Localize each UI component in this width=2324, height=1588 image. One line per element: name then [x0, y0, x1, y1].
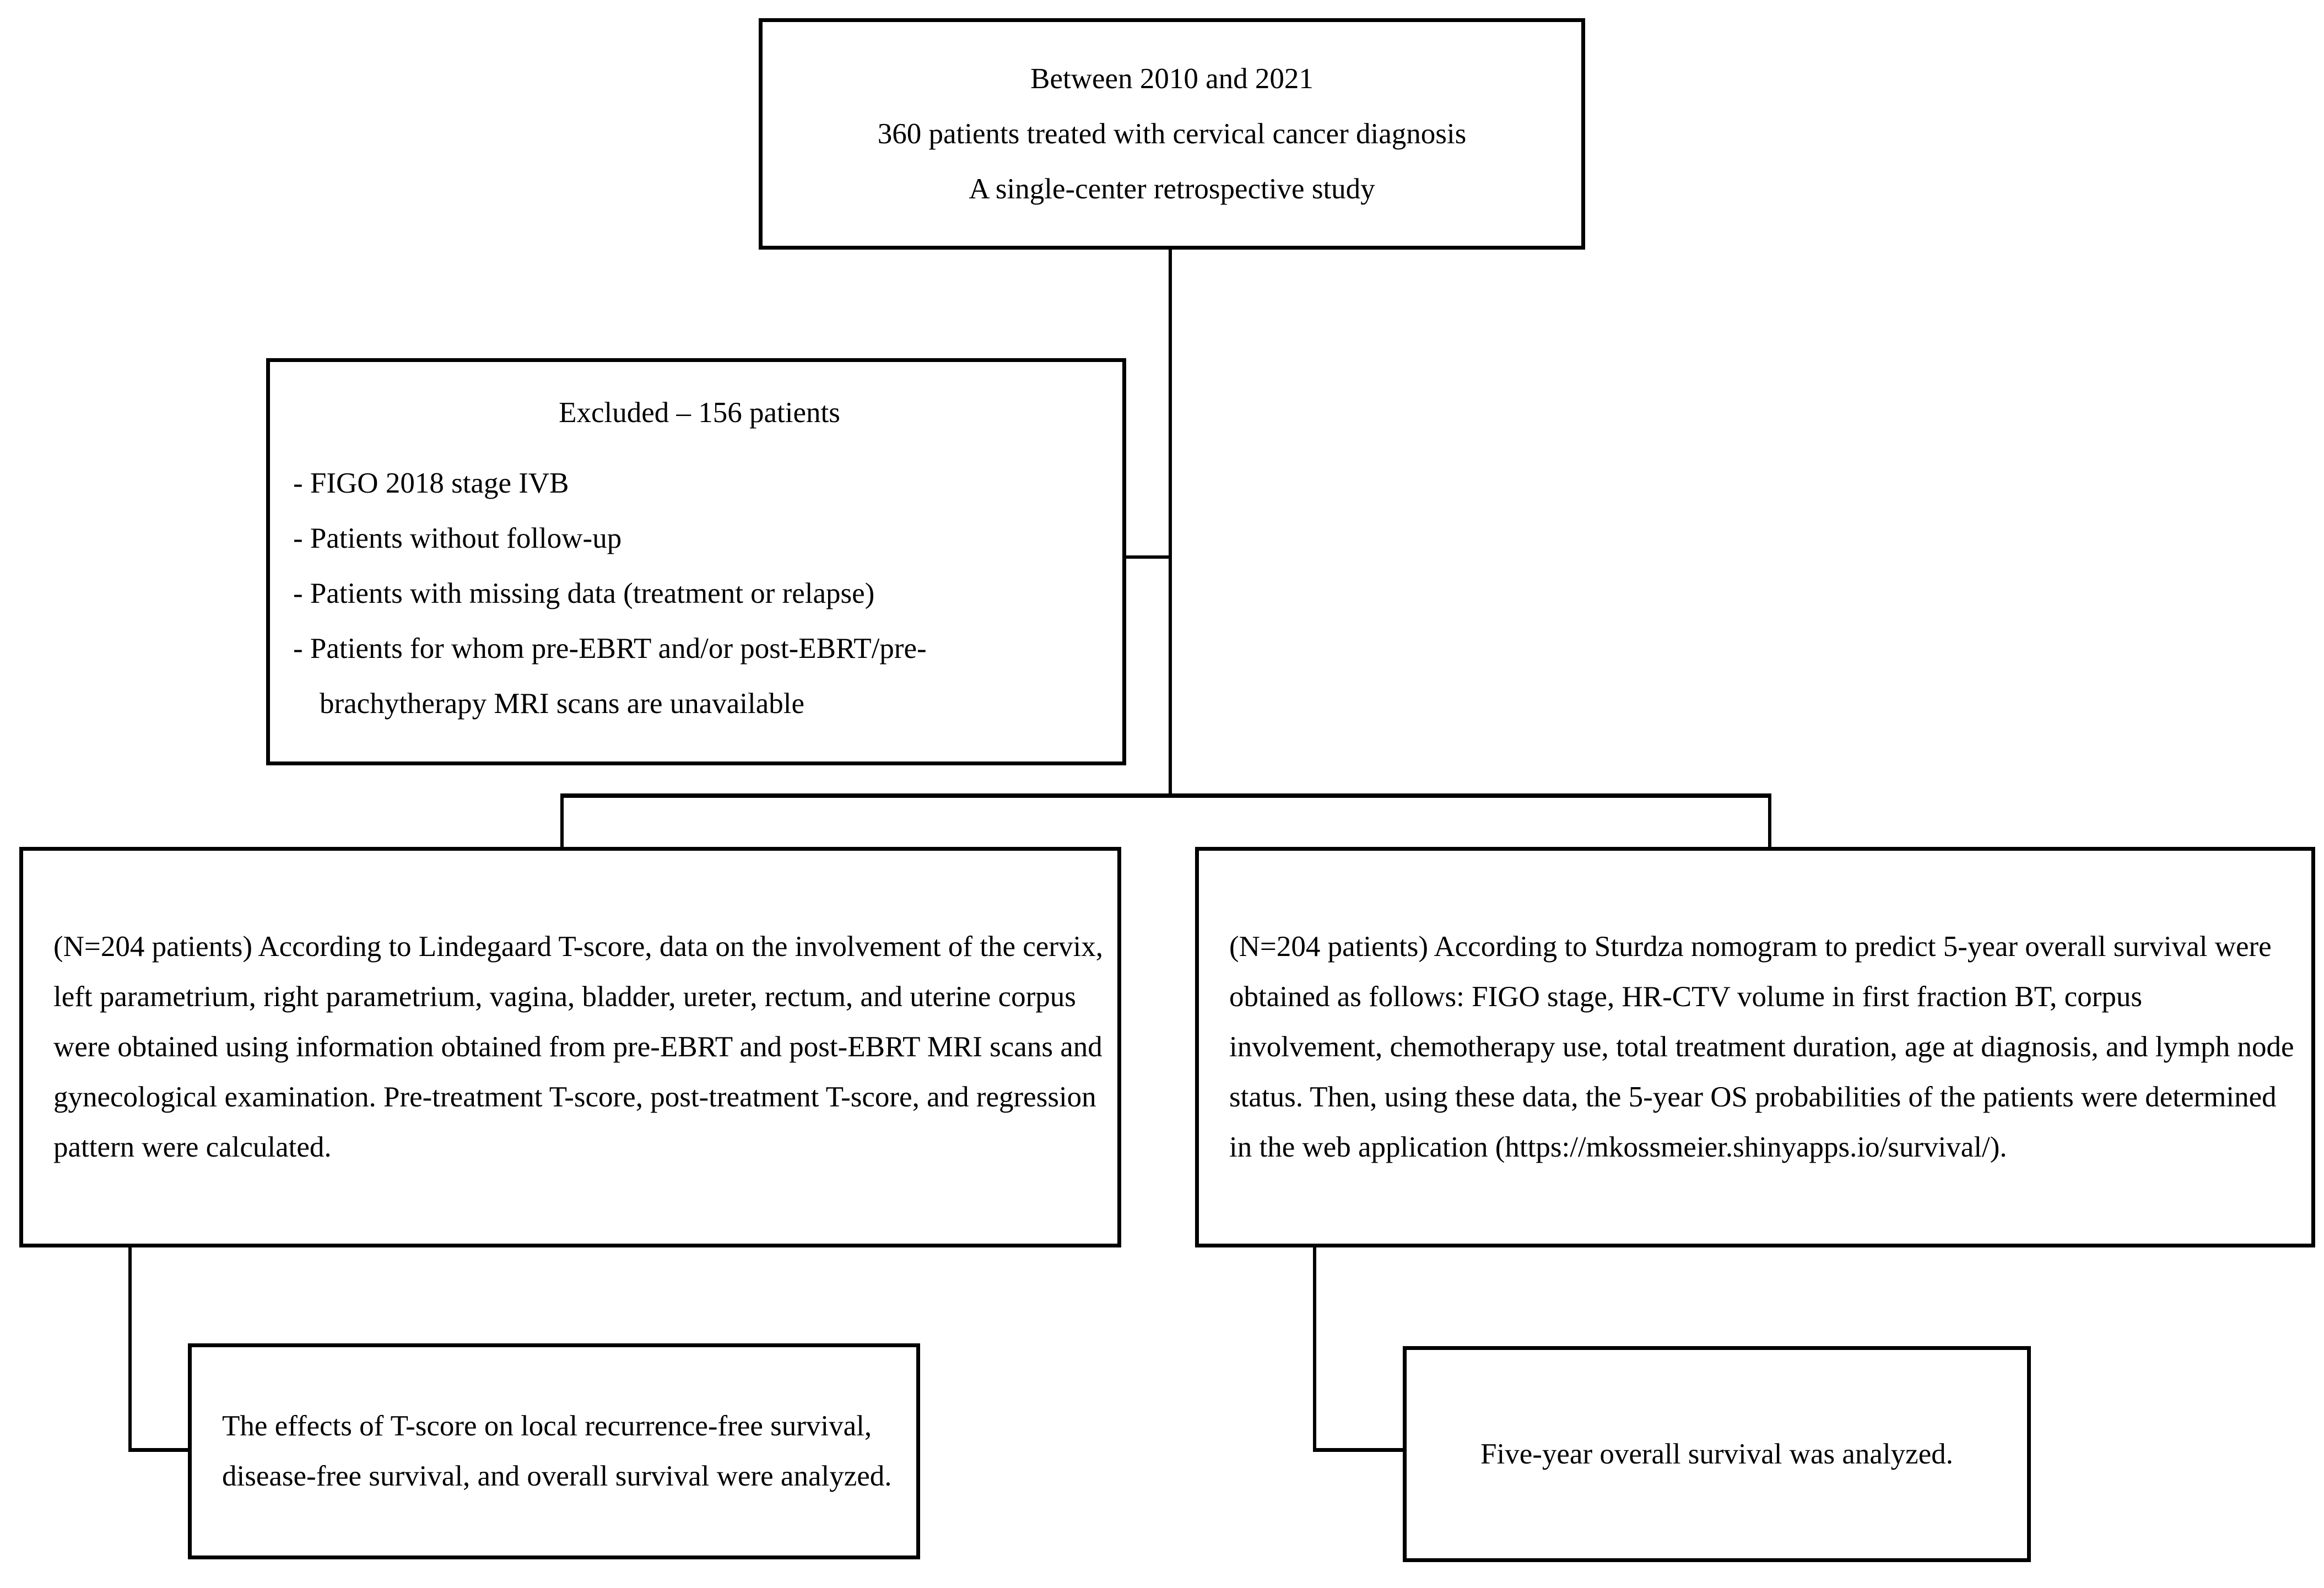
- t-score-outcome-text: The effects of T-score on local recurren…: [222, 1410, 892, 1492]
- connector-right-outcome-horizontal: [1313, 1448, 1405, 1452]
- connector-right-branch-drop: [1768, 793, 1771, 849]
- connector-excluded-stub: [1126, 555, 1170, 559]
- connector-right-outcome-vertical: [1313, 1245, 1316, 1452]
- excluded-patients-box: Excluded – 156 patients - FIGO 2018 stag…: [266, 358, 1126, 765]
- excluded-title: Excluded – 156 patients: [559, 397, 840, 429]
- overall-survival-outcome-text: Five-year overall survival was analyzed.: [1480, 1438, 1953, 1470]
- excluded-item-mri-line2: brachytherapy MRI scans are unavailable: [320, 688, 805, 720]
- excluded-item-figo: - FIGO 2018 stage IVB: [293, 467, 569, 499]
- sturdza-nomogram-text: (N=204 patients) According to Sturdza no…: [1229, 931, 2294, 1163]
- study-population-box: Between 2010 and 2021 360 patients treat…: [759, 18, 1585, 250]
- connector-left-outcome-horizontal: [128, 1448, 190, 1452]
- excluded-item-mri-line1: - Patients for whom pre-EBRT and/or post…: [293, 633, 927, 665]
- excluded-item-followup: - Patients without follow-up: [293, 522, 622, 554]
- t-score-outcome-box: The effects of T-score on local recurren…: [188, 1343, 920, 1559]
- connector-left-outcome-vertical: [128, 1245, 132, 1452]
- study-period-line: Between 2010 and 2021: [1030, 63, 1314, 95]
- connector-branch-split-bar: [560, 793, 1771, 798]
- connector-top-vertical: [1169, 250, 1172, 797]
- study-patients-line: 360 patients treated with cervical cance…: [877, 118, 1467, 150]
- overall-survival-outcome-box: Five-year overall survival was analyzed.: [1403, 1346, 2031, 1562]
- sturdza-nomogram-box: (N=204 patients) According to Sturdza no…: [1195, 847, 2315, 1247]
- connector-left-branch-drop: [560, 793, 564, 849]
- t-score-method-box: (N=204 patients) According to Lindegaard…: [19, 847, 1121, 1247]
- excluded-item-missing-data: - Patients with missing data (treatment …: [293, 577, 875, 609]
- t-score-method-text: (N=204 patients) According to Lindegaard…: [53, 931, 1103, 1163]
- study-design-line: A single-center retrospective study: [969, 173, 1375, 205]
